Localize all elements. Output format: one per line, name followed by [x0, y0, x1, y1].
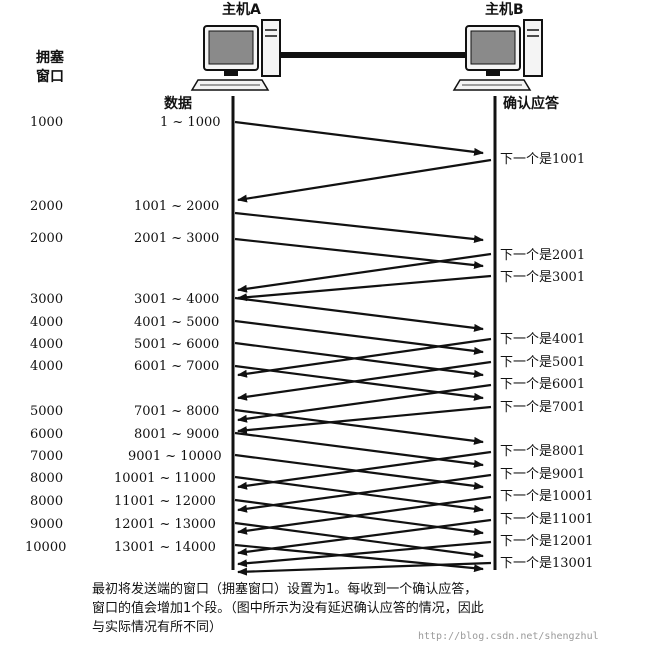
data-range-7: 6001 ~ 7000	[134, 359, 219, 374]
data-range-14: 13001 ~ 14000	[114, 540, 216, 555]
ack-label-6: 下一个是6001	[500, 377, 585, 392]
cwnd-value-11: 8000	[30, 471, 63, 486]
cwnd-value-14: 10000	[25, 540, 66, 555]
data-range-1: 1 ~ 1000	[160, 115, 221, 130]
cwnd-value-3: 2000	[30, 231, 63, 246]
ack-arrow-8	[237, 450, 492, 490]
segment-arrows	[234, 120, 492, 576]
data-range-2: 1001 ~ 2000	[134, 199, 219, 214]
ack-arrow-1	[237, 158, 492, 203]
cwnd-value-8: 5000	[30, 404, 63, 419]
ack-header: 确认应答	[503, 95, 560, 112]
host-b-label: 主机B	[485, 1, 524, 18]
cwnd-value-4: 3000	[30, 292, 63, 307]
caption-line-2: 窗口的值会增加1个段。（图中所示为没有延迟确认应答的情况，因此	[92, 601, 484, 616]
ack-arrow-5	[237, 360, 492, 401]
data-header: 数据	[164, 95, 192, 112]
ack-arrow-7	[237, 405, 492, 435]
cwnd-header-line1: 拥塞	[36, 49, 65, 66]
network-cable	[280, 52, 466, 58]
data-range-11: 10001 ~ 11000	[114, 471, 216, 486]
data-range-13: 12001 ~ 13000	[114, 517, 216, 532]
data-segment-arrow-1	[234, 120, 484, 156]
host-a-computer-icon	[190, 19, 281, 91]
ack-label-3: 下一个是3001	[500, 270, 585, 285]
ack-arrow-6	[237, 383, 492, 423]
ack-arrow-13	[237, 561, 492, 576]
caption-line-3: 与实际情况有所不同）	[92, 620, 223, 635]
cwnd-value-5: 4000	[30, 315, 63, 330]
caption: 最初将发送端的窗口（拥塞窗口）设置为1。每收到一个确认应答， 窗口的值会增加1个…	[92, 580, 612, 637]
data-range-6: 5001 ~ 6000	[134, 337, 219, 352]
ack-label-12: 下一个是12001	[500, 534, 593, 549]
ack-label-11: 下一个是11001	[500, 512, 593, 527]
ack-arrow-3	[237, 274, 492, 302]
ack-arrow-12	[237, 540, 492, 568]
ack-arrow-9	[237, 473, 492, 513]
ack-label-13: 下一个是13001	[500, 556, 593, 571]
watermark: http://blog.csdn.net/shengzhul	[418, 631, 599, 642]
cwnd-value-2: 2000	[30, 199, 63, 214]
data-range-8: 7001 ~ 8000	[134, 404, 219, 419]
ack-arrow-10	[237, 495, 492, 535]
ack-label-5: 下一个是5001	[500, 355, 585, 370]
cwnd-value-1: 1000	[30, 115, 63, 130]
data-range-12: 11001 ~ 12000	[114, 494, 216, 509]
ack-label-9: 下一个是9001	[500, 467, 585, 482]
data-segment-arrow-3	[234, 237, 484, 270]
ack-arrow-4	[237, 337, 492, 378]
data-segment-arrow-4	[234, 296, 484, 332]
cwnd-header-line2: 窗口	[36, 68, 64, 85]
ack-label-8: 下一个是8001	[500, 444, 585, 459]
caption-line-1: 最初将发送端的窗口（拥塞窗口）设置为1。每收到一个确认应答，	[92, 582, 478, 597]
cwnd-value-10: 7000	[30, 449, 63, 464]
ack-label-1: 下一个是1001	[500, 152, 585, 167]
ack-label-4: 下一个是4001	[500, 332, 585, 347]
data-segment-arrow-13	[234, 521, 484, 559]
host-b-computer-icon	[452, 19, 543, 91]
ack-arrow-2	[237, 252, 492, 293]
data-segment-arrow-2	[234, 211, 484, 244]
data-range-9: 8001 ~ 9000	[134, 427, 219, 442]
cwnd-value-7: 4000	[30, 359, 63, 374]
ack-label-2: 下一个是2001	[500, 248, 585, 263]
cwnd-value-13: 9000	[30, 517, 63, 532]
ack-arrow-11	[237, 518, 492, 556]
data-range-4: 3001 ~ 4000	[134, 292, 219, 307]
host-a-label: 主机A	[222, 1, 261, 18]
data-range-3: 2001 ~ 3000	[134, 231, 219, 246]
cwnd-value-9: 6000	[30, 427, 63, 442]
data-range-5: 4001 ~ 5000	[134, 315, 219, 330]
ack-label-10: 下一个是10001	[500, 489, 593, 504]
ack-label-7: 下一个是7001	[500, 400, 585, 415]
cwnd-value-6: 4000	[30, 337, 63, 352]
cwnd-value-12: 8000	[30, 494, 63, 509]
data-range-10: 9001 ~ 10000	[128, 449, 222, 464]
